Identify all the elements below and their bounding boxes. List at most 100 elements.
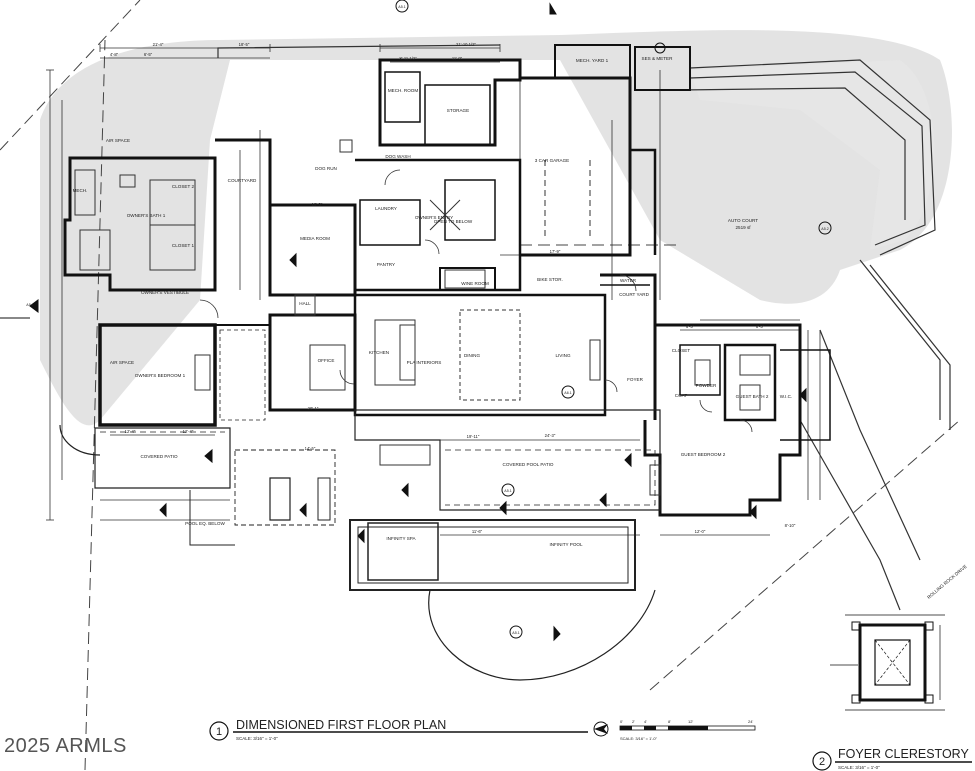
label-mech-yard: MECH. YARD 1 [576,58,609,63]
label-storage: STORAGE [447,108,469,113]
label-closet-2: CLOSET 2 [172,184,195,189]
dim-7: 11'-9" [452,56,463,61]
scale-tick-5: 24' [748,719,753,724]
label-owners-vestibule: OWNER'S VESTIBULE [141,290,189,295]
label-dog-wash: DOG WASH [385,154,410,159]
label-kitchen: KITCHEN [369,350,389,355]
scale-tick-0: 0' [620,719,623,724]
site-landscape-shading-right [690,60,935,250]
title2-number: 2 [819,756,825,768]
dim-15: 12'-0" [695,529,706,534]
label-bike-stor: BIKE STOR. [537,277,563,282]
label-courtyard: COURTYARD [228,178,257,183]
dim-3: 4'-8" [110,52,119,57]
label-mech: MECH. [73,188,88,193]
label-water: WATER [620,278,637,283]
dim-19: 14'-5" [305,446,316,451]
title1-number: 1 [216,726,222,738]
label-dog-run: DOG RUN [315,166,337,171]
dim-11: 20'-1" [308,406,319,411]
label-office: OFFICE [318,358,335,363]
dim-8: 12'-4" [125,429,136,434]
section-markers [0,0,832,642]
title1-scale: SCALE: 3/16" = 1'-0" [236,736,278,741]
scale-tick-2: 4' [644,719,647,724]
dim-17: 6'-5" [686,324,695,329]
dim-16: 17'-9" [550,249,561,254]
label-air-space-bed: AIR SPACE [110,360,134,365]
door-swings [199,169,753,433]
label-guest-bedroom: GUEST BEDROOM 2 [681,452,726,457]
site-landscape-shading [40,30,952,426]
north-arrow-and-scale: 0' 2' 4' 8' 12' 24' SCALE: 3/16" = 1'-0" [593,719,756,741]
label-dining: DINING [464,353,481,358]
label-closet-1: CLOSET 1 [172,243,195,248]
dim-9: 12'-4" [183,429,194,434]
title-block-2: 2 FOYER CLERESTORY SCALE: 3/16" = 1'-0" [812,747,972,771]
outdoor-areas [59,329,661,681]
scale-tick-1: 2' [632,719,635,724]
label-foyer: FOYER [627,377,644,382]
label-court-yard: COURT YARD [619,292,649,297]
label-open-to-below: OPEN TO BELOW [434,219,473,224]
label-wine-room: WINE ROOM [461,281,489,286]
label-air-space-top: AIR SPACE [106,138,130,143]
dim-12: 19'-11" [467,434,480,439]
label-owners-bedroom: OWNER'S BEDROOM 1 [135,373,186,378]
label-pantry: PANTRY [377,262,395,267]
interior-details [74,139,771,496]
label-laundry: LAUNDRY [375,206,397,211]
tag-a5-1-pool: A5.1 [504,489,511,493]
scale-bar-label: SCALE: 3/16" = 1'-0" [620,736,658,741]
title2-scale: SCALE: 3/16" = 1'-0" [838,765,880,770]
label-closet: CLOSET [672,348,691,353]
dim-4: 6'-5" [144,52,153,57]
scale-tick-3: 8' [668,719,671,724]
north-arrow-icon [593,721,609,737]
label-living: LIVING [555,353,570,358]
label-mech-room: MECH. ROOM [388,88,419,93]
label-coat: COAT [675,393,688,398]
dim-6: 21'-10 1/2" [456,42,476,47]
label-ses-meter: SES & METER [642,56,674,61]
label-owners-entry: OWNER'S ENTRY [415,215,453,220]
label-infinity-pool: INFINITY POOL [549,542,583,547]
label-auto-court: AUTO COURT [728,218,758,223]
tag-a5-1-bottom: A5.1 [512,631,519,635]
label-owners-bath: OWNER'S BATH 1 [127,213,166,218]
label-auto-court-area: 2519 sf [735,225,751,230]
dimension-labels: 21'-4" 18'-5" 4'-8" 6'-5" 8'-11 1/2" 21'… [110,42,796,534]
dim-14: 11'-6" [472,529,483,534]
label-media-room: MEDIA ROOM [300,236,330,241]
title2-text: FOYER CLERESTORY [838,747,969,761]
label-wic: W.I.C. [780,394,793,399]
tag-a5-1-top: A5.1 [398,5,405,9]
dim-13: 24'-3" [545,433,556,438]
label-pool-eq: POOL EQ. BELOW [185,521,225,526]
title-block-1: 1 DIMENSIONED FIRST FLOOR PLAN SCALE: 3/… [209,718,588,741]
dim-18: 8'-5" [756,324,765,329]
dim-2: 18'-5" [239,42,250,47]
label-guest-bath: GUEST BATH 2 [736,394,769,399]
tag-a6-1: A6.1 [564,391,571,395]
retaining-walls [217,44,951,611]
foyer-clerestory-detail [830,614,945,711]
dim-20: 8'-10" [785,523,796,528]
label-pla-interiors: PLA INTERIORS [407,360,442,365]
dim-10: 18'-5" [312,202,323,207]
title1-text: DIMENSIONED FIRST FLOOR PLAN [236,718,446,732]
dim-5: 8'-11 1/2" [399,56,417,61]
dim-1: 21'-4" [153,42,164,47]
label-covered-patio: COVERED PATIO [140,454,178,459]
section-tags: A5.1 A5.2 A6.1 A5.1 A5.1 A5.1 [26,5,828,635]
label-covered-pool-patio: COVERED POOL PATIO [503,462,554,467]
label-garage: 3 CAR GARAGE [535,158,569,163]
copyright-watermark: 2025 ARMLS [4,735,127,757]
label-infinity-spa: INFINITY SPA [386,536,416,541]
scale-tick-4: 12' [688,719,693,724]
label-rolling-rock: ROLLING ROCK DRIVE [926,564,968,600]
label-powder: POWDER [696,383,717,388]
tag-a5-2: A5.2 [821,227,828,231]
